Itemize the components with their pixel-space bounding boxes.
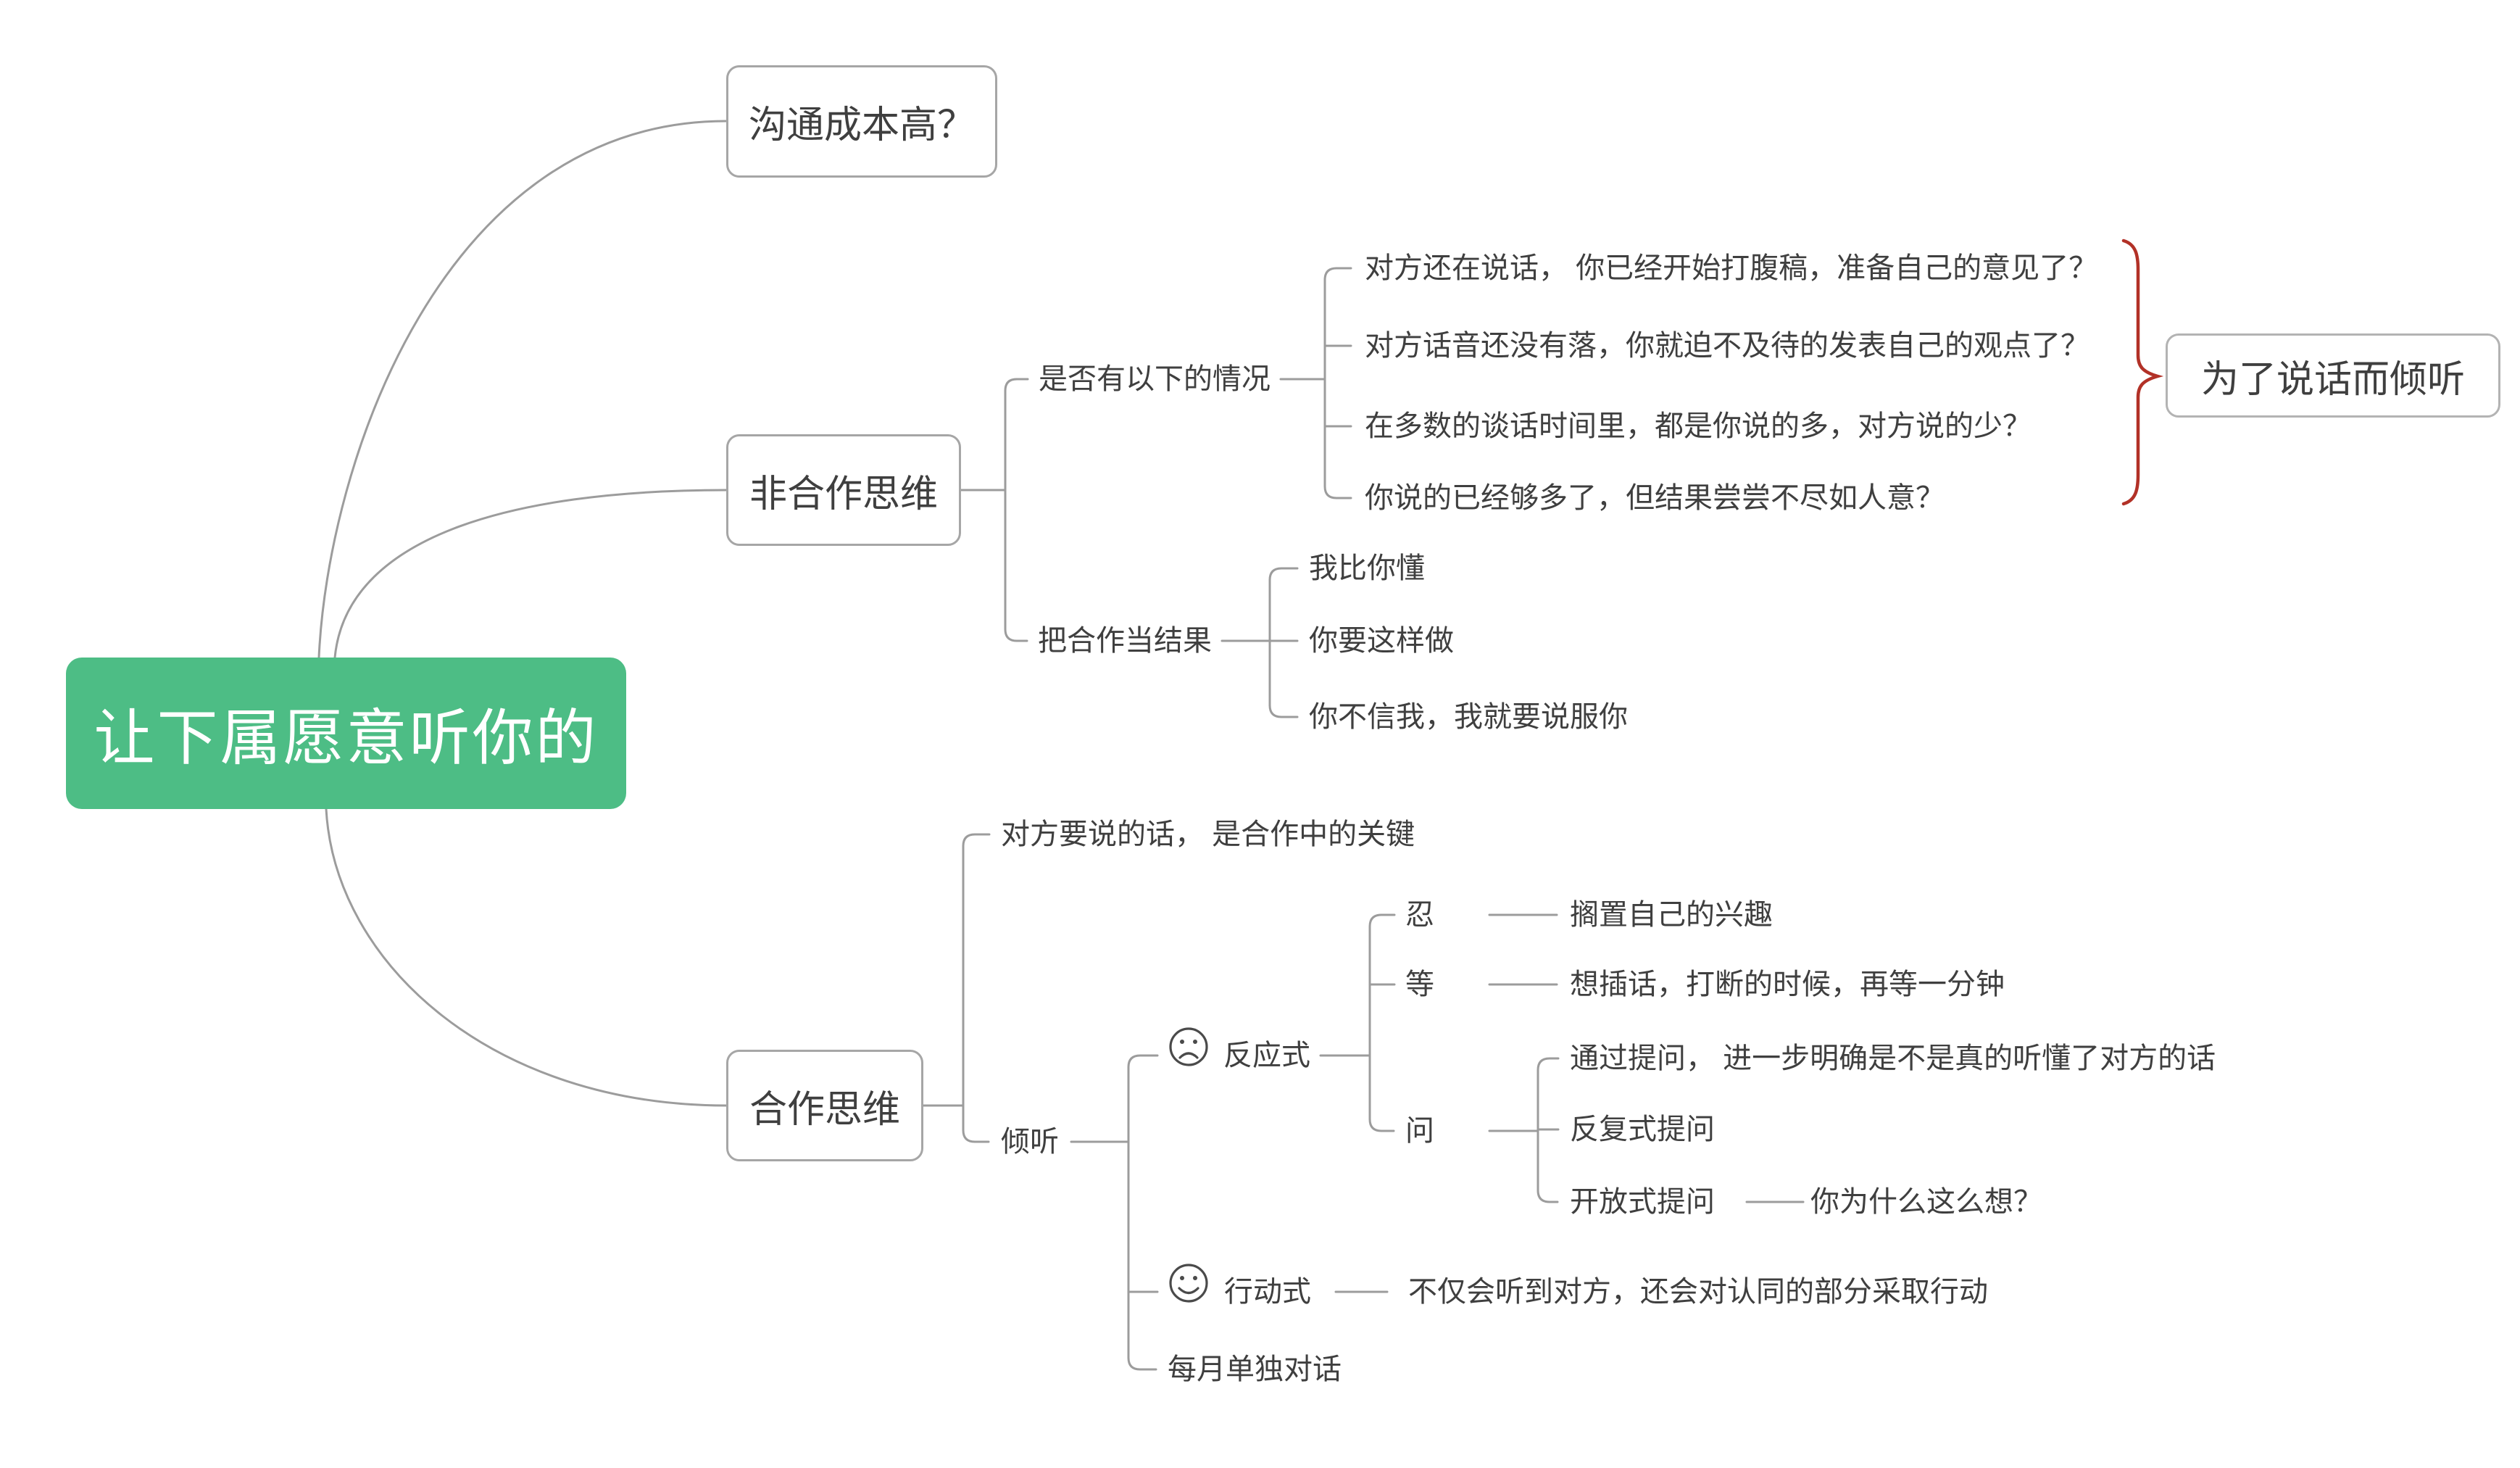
root-topic[interactable]: 让下属愿意听你的 (66, 658, 626, 809)
spine-cooperative (962, 833, 991, 1143)
topic-wait[interactable]: 等 (1405, 969, 1434, 1000)
topic-cooperation-as-result[interactable]: 把合作当结果 (1038, 625, 1212, 657)
topic-endure-note[interactable]: 搁置自己的兴趣 (1570, 899, 1773, 931)
topic-situations[interactable]: 是否有以下的情况 (1039, 363, 1271, 395)
topic-active-note[interactable]: 不仅会听到对方，还会对认同的部分采取行动 (1408, 1276, 1988, 1308)
edge-root-to-communication-cost (317, 120, 728, 659)
topic-result-2[interactable]: 你要这样做 (1309, 625, 1454, 657)
sad-face-icon (1169, 1027, 1208, 1066)
topic-ask-3[interactable]: 开放式提问 (1570, 1186, 1715, 1218)
topic-wait-note[interactable]: 想插话，打断的时候，再等一分钟 (1570, 969, 2005, 1000)
edge-root-to-cooperative (325, 808, 728, 1107)
edge-root-to-non-cooperative (333, 489, 728, 659)
topic-result-1[interactable]: 我比你懂 (1309, 552, 1425, 584)
topic-cooperative[interactable]: 合作思维 (726, 1050, 923, 1161)
topic-situation-2[interactable]: 对方话音还没有落，你就迫不及待的发表自己的观点了？ (1365, 330, 2089, 362)
topic-ask-1[interactable]: 通过提问， 进一步明确是不是真的听懂了对方的话 (1570, 1042, 2216, 1074)
spine-reactive (1368, 913, 1396, 1132)
topic-ask-example[interactable]: 你为什么这么想？ (1810, 1186, 2042, 1218)
topic-ask-2[interactable]: 反复式提问 (1570, 1114, 1715, 1145)
happy-face-icon (1169, 1264, 1208, 1303)
brace (2121, 239, 2164, 506)
spine-listening (1127, 1054, 1159, 1371)
topic-communication-cost[interactable]: 沟通成本高？ (726, 65, 997, 178)
topic-reactive[interactable]: 反应式 (1223, 1040, 1310, 1071)
topic-endure[interactable]: 忍 (1405, 899, 1434, 931)
topic-listen-to-speak-callout[interactable]: 为了说话而倾听 (2166, 333, 2500, 418)
spine-cooperation-as-result (1268, 567, 1299, 718)
topic-ask[interactable]: 问 (1405, 1115, 1434, 1147)
topic-situation-4[interactable]: 你说的已经够多了，但结果尝尝不尽如人意？ (1365, 482, 1945, 514)
topic-key-point[interactable]: 对方要说的话， 是合作中的关键 (1001, 818, 1415, 850)
topic-result-3[interactable]: 你不信我，我就要说服你 (1309, 701, 1628, 733)
topic-monthly[interactable]: 每月单独对话 (1168, 1353, 1342, 1385)
topic-situation-1[interactable]: 对方还在说话， 你已经开始打腹稿，准备自己的意见了？ (1365, 252, 2098, 284)
topic-active[interactable]: 行动式 (1224, 1276, 1311, 1308)
topic-situation-3[interactable]: 在多数的谈话时间里，都是你说的多，对方说的少？ (1365, 410, 2032, 442)
topic-non-cooperative[interactable]: 非合作思维 (726, 434, 961, 546)
spine-situations (1323, 267, 1352, 499)
topic-listening[interactable]: 倾听 (1001, 1126, 1059, 1158)
spine-non-cooperative (1004, 378, 1029, 642)
